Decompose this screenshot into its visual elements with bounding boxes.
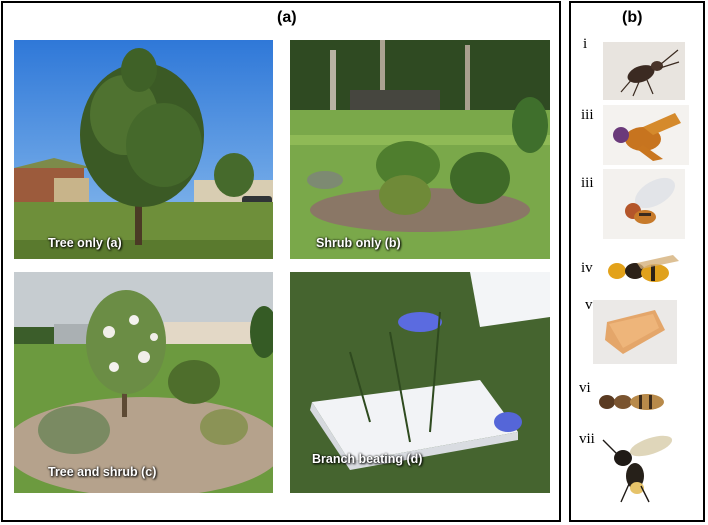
insect-numeral-iii: iii (581, 175, 594, 191)
panel-b: (b) i iii iii iv (569, 1, 705, 522)
insect-ii-image (603, 105, 689, 165)
photo-tree-and-shrub: Tree and shrub (c) (14, 272, 273, 493)
photo-tree-only: Tree only (a) (14, 40, 273, 259)
photo-branch-beating: Branch beating (d) (290, 272, 550, 493)
insect-vii-image (595, 430, 677, 508)
insect-photo-vi (593, 372, 673, 428)
insect-v-image (593, 300, 677, 364)
insect-numeral-iv: iv (581, 260, 593, 276)
shrub-only-image (290, 40, 550, 259)
branch-beating-image (290, 272, 550, 493)
insect-i-image (603, 42, 685, 100)
caption-shrub-only: Shrub only (b) (316, 236, 401, 250)
caption-branch-beating: Branch beating (d) (312, 452, 423, 466)
insect-photo-vii (595, 430, 677, 508)
insect-numeral-ii: iii (581, 107, 594, 123)
insect-photo-iv (601, 245, 687, 295)
insect-photo-v (593, 300, 677, 364)
caption-tree-and-shrub: Tree and shrub (c) (48, 465, 157, 479)
tree-only-image (14, 40, 273, 259)
panel-b-label: (b) (622, 9, 643, 26)
insect-photo-i (603, 42, 685, 100)
caption-tree-only: Tree only (a) (48, 236, 122, 250)
insect-numeral-vii: vii (579, 431, 595, 447)
insect-iii-image (603, 169, 685, 239)
insect-numeral-v: v (585, 297, 593, 313)
tree-and-shrub-image (14, 272, 273, 493)
insect-photo-ii (603, 105, 689, 165)
insect-vi-image (593, 372, 673, 428)
insect-numeral-i: i (583, 36, 588, 52)
panel-a-label: (a) (277, 9, 297, 26)
insect-photo-iii (603, 169, 685, 239)
panel-a: (a) Tree only (a) (1, 1, 561, 522)
insect-numeral-vi: vi (579, 380, 591, 396)
photo-shrub-only: Shrub only (b) (290, 40, 550, 259)
insect-iv-image (601, 245, 687, 295)
